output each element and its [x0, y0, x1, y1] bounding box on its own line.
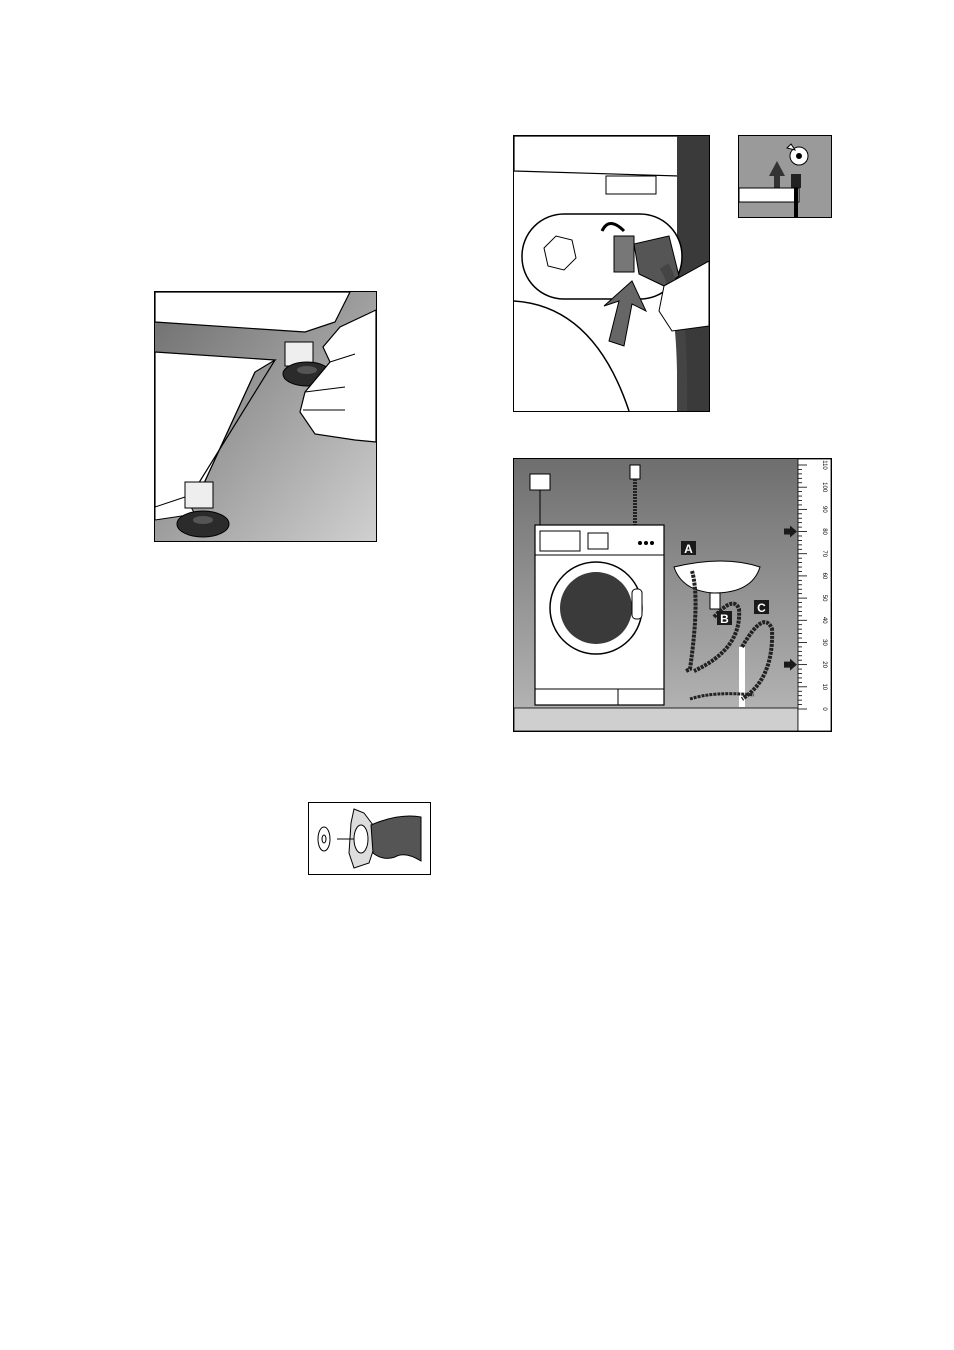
scale-label: 110	[821, 460, 827, 470]
figure-tap-connection	[738, 135, 832, 218]
scale-label: 80	[821, 528, 827, 535]
tap-connection-illustration	[739, 136, 831, 217]
levelling-feet-illustration	[155, 292, 376, 541]
figure-levelling-feet	[154, 291, 377, 542]
svg-text:C: C	[757, 601, 766, 615]
inlet-hose-illustration	[514, 136, 709, 411]
label-a: A	[681, 541, 696, 556]
label-c: C	[754, 600, 769, 615]
figure-hose-washer	[308, 802, 431, 875]
svg-text:B: B	[720, 612, 729, 626]
hose-washer-illustration	[309, 803, 430, 874]
scale-label: 30	[821, 639, 827, 646]
svg-text:A: A	[684, 542, 693, 556]
scale-label: 10	[821, 683, 827, 690]
scale-label: 70	[821, 550, 827, 557]
scale-label: 40	[821, 617, 827, 624]
scale-label: 20	[821, 661, 827, 668]
scale-label: 50	[821, 595, 827, 602]
scale-label: 60	[821, 573, 827, 580]
figure-inlet-hose-connection	[513, 135, 710, 412]
scale-label: 90	[821, 506, 827, 513]
scale-label: 100	[821, 482, 827, 493]
label-b: B	[717, 611, 732, 626]
